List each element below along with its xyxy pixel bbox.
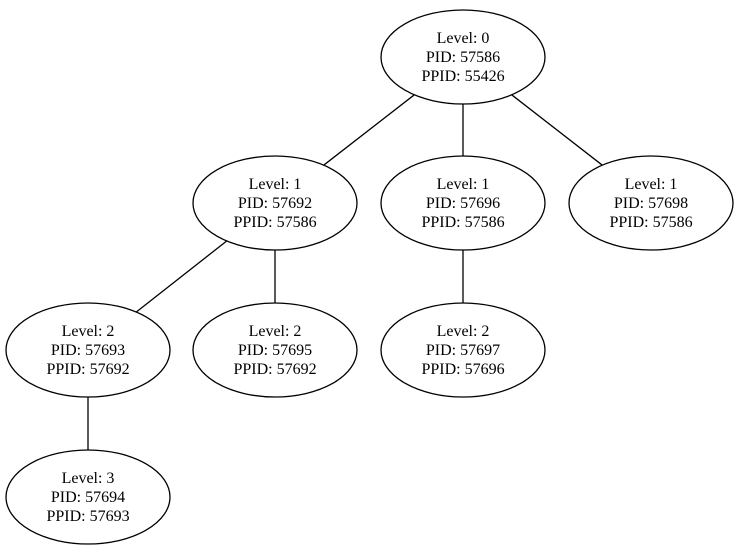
edges-layer bbox=[87, 94, 603, 450]
node-ppid-label: PPID: 57692 bbox=[46, 361, 129, 378]
node-pid-label: PID: 57692 bbox=[238, 195, 312, 212]
node-ellipse bbox=[5, 449, 171, 545]
node-level-label: Level: 2 bbox=[249, 323, 302, 340]
edge-n57586-to-n57698 bbox=[511, 94, 603, 166]
node-ppid-label: PPID: 57586 bbox=[609, 214, 692, 231]
node-pid-label: PID: 57697 bbox=[426, 342, 500, 359]
node-ellipse bbox=[380, 302, 546, 398]
node-ellipse bbox=[192, 155, 358, 251]
node-ppid-label: PPID: 57696 bbox=[421, 361, 504, 378]
node-ellipse bbox=[5, 302, 171, 398]
node-level-label: Level: 0 bbox=[437, 30, 490, 47]
node-level-label: Level: 2 bbox=[62, 323, 115, 340]
node-ellipse bbox=[380, 9, 546, 105]
node-pid-label: PID: 57693 bbox=[51, 342, 125, 359]
node-pid-label: PID: 57695 bbox=[238, 342, 312, 359]
node-level-label: Level: 1 bbox=[625, 176, 678, 193]
node-level-label: Level: 3 bbox=[62, 470, 115, 487]
node-level-label: Level: 2 bbox=[437, 323, 490, 340]
node-ppid-label: PPID: 57692 bbox=[233, 361, 316, 378]
node-pid-label: PID: 57696 bbox=[426, 195, 500, 212]
node-pid-label: PID: 57698 bbox=[614, 195, 688, 212]
edge-n57692-to-n57693 bbox=[135, 240, 228, 313]
node-pid-label: PID: 57694 bbox=[51, 489, 125, 506]
node-ellipse bbox=[568, 155, 734, 251]
node-ppid-label: PPID: 57693 bbox=[46, 508, 129, 525]
node-level-label: Level: 1 bbox=[437, 176, 490, 193]
node-ppid-label: PPID: 55426 bbox=[421, 68, 504, 85]
node-ellipse bbox=[192, 302, 358, 398]
node-ellipse bbox=[380, 155, 546, 251]
node-level-label: Level: 1 bbox=[249, 176, 302, 193]
node-pid-label: PID: 57586 bbox=[426, 49, 500, 66]
node-ppid-label: PPID: 57586 bbox=[233, 214, 316, 231]
node-ppid-label: PPID: 57586 bbox=[421, 214, 504, 231]
edge-n57586-to-n57692 bbox=[323, 94, 415, 166]
